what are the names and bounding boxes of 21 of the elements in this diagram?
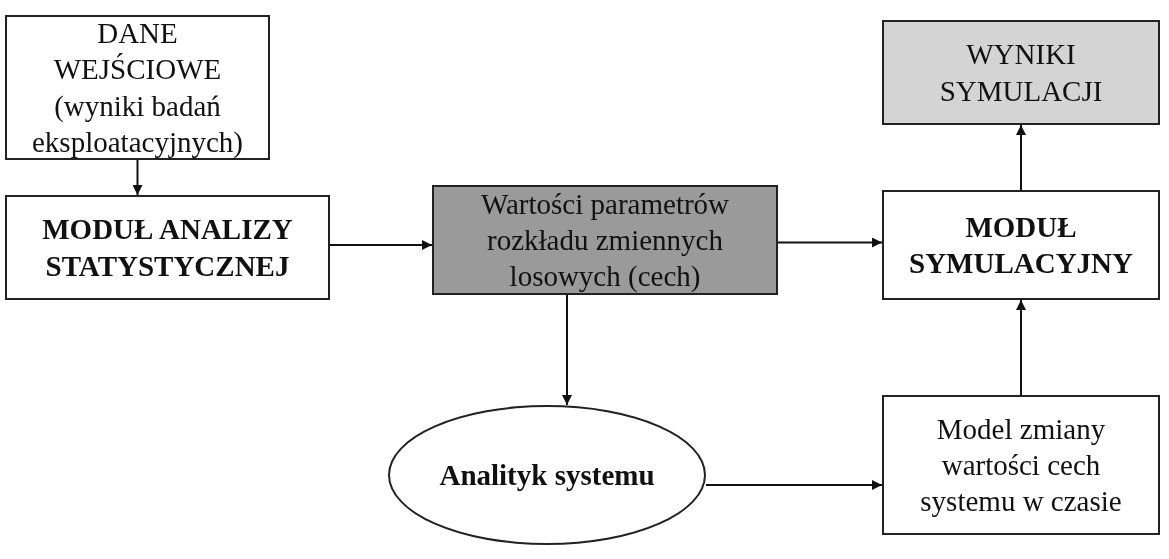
box-text: Analityk systemu — [439, 457, 655, 493]
box-text: MODUŁ ANALIZY STATYSTYCZNEJ — [41, 212, 294, 284]
box-text: DANE WEJŚCIOWE — [52, 16, 223, 88]
process-box — [882, 395, 1160, 535]
arrow — [132, 159, 143, 196]
arrow — [1016, 124, 1026, 191]
box-text: Wartości parametrów rozkładu zmiennych losowych (cech) — [479, 186, 731, 295]
box-text: WYNIKI SYMULACJI — [938, 37, 1104, 109]
box-text: (wyniki badań eksploatacyjnych) — [31, 88, 244, 160]
box-text: Model zmiany wartości cech systemu w czasie — [919, 411, 1123, 520]
arrow — [705, 480, 883, 490]
arrow — [777, 237, 883, 248]
arrow — [329, 240, 433, 250]
arrow — [562, 294, 572, 406]
process-box — [882, 20, 1160, 125]
process-box — [432, 185, 778, 295]
process-box — [882, 190, 1160, 300]
arrow — [1016, 299, 1026, 396]
process-box — [5, 195, 330, 300]
process-box — [5, 15, 270, 160]
box-text: MODUŁ SYMULACYJNY — [908, 209, 1134, 281]
